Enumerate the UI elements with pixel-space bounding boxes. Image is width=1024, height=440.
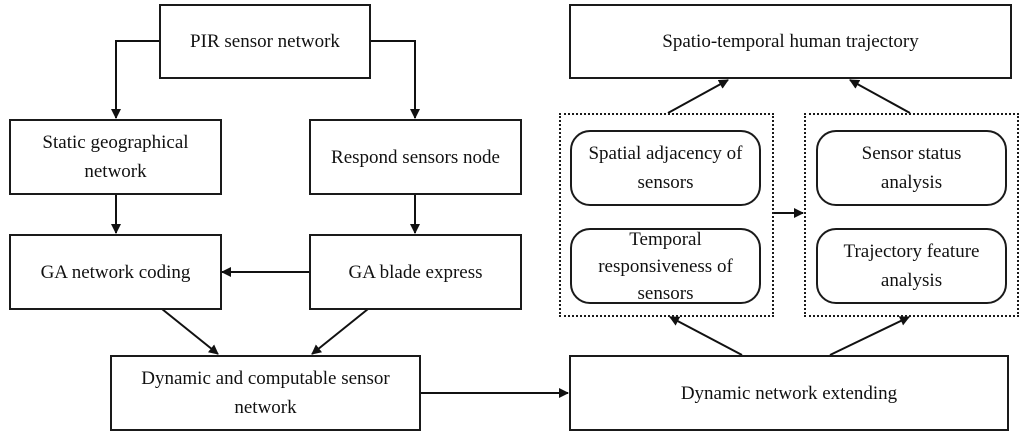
node-label-line1: Trajectory feature [843,241,980,262]
group-analysis [804,113,1019,317]
node-label: PIR sensor network [190,31,340,52]
arrow-dynext-to-group-right [829,316,910,356]
node-label: Respond sensors node [331,146,500,168]
node-label-line2: analysis [880,270,943,291]
node-temporal-responsiveness: Temporal responsiveness of sensors [570,228,761,304]
node-label-line2: responsiveness of [598,255,733,277]
arrow-group-left-to-spatio [667,79,729,114]
node-label: Spatio-temporal human trajectory [662,31,919,52]
node-label-line2: network [234,397,297,418]
node-pir-sensor-network: PIR sensor network [159,4,371,79]
arrow-gablade-to-dyncomp [311,308,369,355]
node-ga-network-coding: GA network coding [9,234,222,310]
node-label-line1: Temporal [629,228,702,250]
node-label: GA network coding [40,261,191,283]
arrow-group-right-to-spatio [849,79,911,114]
node-label-line3: sensors [637,282,694,304]
node-label: Dynamic network extending [680,382,898,404]
node-label-line2: network [84,161,147,182]
node-label-line1: Spatial adjacency of [588,143,743,164]
arrow-gacoding-to-dyncomp [161,308,219,355]
arrow-dynext-to-group-left [669,316,743,356]
node-dynamic-network-extending: Dynamic network extending [569,355,1009,431]
node-respond-sensors-node: Respond sensors node [309,119,522,195]
node-label-line2: analysis [880,172,943,193]
node-static-geographical-network: Static geographical network [9,119,222,195]
arrow-pir-to-static [111,40,159,119]
node-label-line1: Sensor status [861,143,962,164]
node-trajectory-feature-analysis: Trajectory feature analysis [816,228,1007,304]
node-spatio-temporal-trajectory: Spatio-temporal human trajectory [569,4,1012,79]
arrow-pir-to-respond [370,40,420,119]
node-sensor-status-analysis: Sensor status analysis [816,130,1007,206]
group-sensor-properties [559,113,774,317]
node-dynamic-computable-sensor-network: Dynamic and computable sensor network [110,355,421,431]
node-label-line2: sensors [637,172,694,193]
node-label-line1: Static geographical [42,132,189,153]
node-label-line1: Dynamic and computable sensor [141,368,390,389]
node-spatial-adjacency: Spatial adjacency of sensors [570,130,761,206]
node-label: GA blade express [348,261,483,283]
node-ga-blade-express: GA blade express [309,234,522,310]
